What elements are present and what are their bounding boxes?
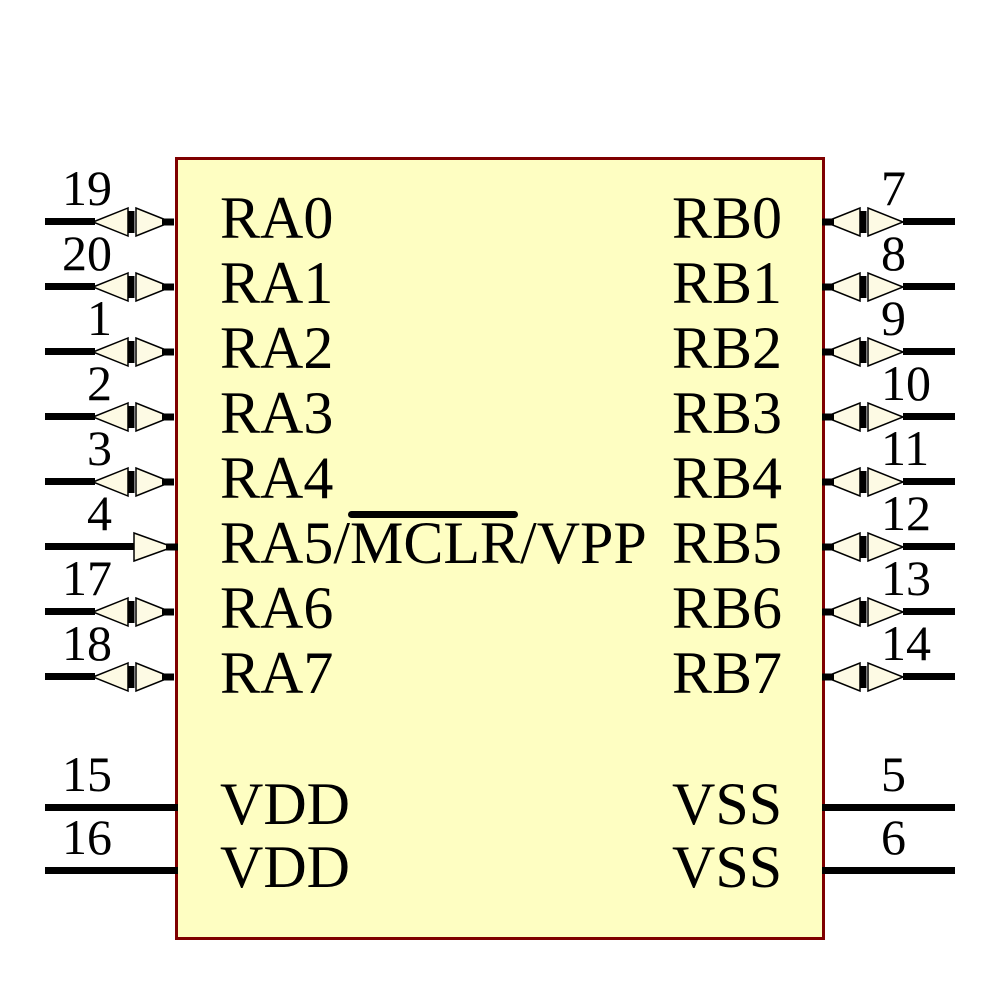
pin-wire-VSS-6[interactable] — [822, 867, 955, 874]
bidir-arrow-icon — [822, 335, 906, 369]
pin-label-RB6: RB6 — [672, 575, 783, 641]
bidir-arrow-icon — [90, 400, 174, 434]
pin-wire-RA3[interactable] — [45, 413, 95, 420]
bidir-arrow-icon — [822, 530, 906, 564]
pin-label-RB3: RB3 — [672, 380, 783, 446]
bidir-arrow-icon — [822, 465, 906, 499]
bidir-arrow-icon — [822, 270, 906, 304]
pin-label-RB5: RB5 — [672, 510, 783, 576]
pin-number-17: 17 — [62, 550, 112, 606]
pin-wire-RA5[interactable] — [45, 543, 138, 550]
pin-number-9: 9 — [881, 290, 906, 346]
pin-wire-RA7[interactable] — [45, 673, 95, 680]
bidir-arrow-icon — [90, 270, 174, 304]
pin-number-8: 8 — [881, 225, 906, 281]
pin-number-4: 4 — [87, 485, 112, 541]
pin-wire-RB3[interactable] — [903, 413, 955, 420]
pin-number-1: 1 — [87, 290, 112, 346]
pin-label-RA4: RA4 — [220, 445, 334, 511]
pin-wire-VDD-15[interactable] — [45, 804, 178, 811]
pin-label-RB4: RB4 — [672, 445, 783, 511]
pin-number-3: 3 — [87, 420, 112, 476]
pin-wire-RB7[interactable] — [903, 673, 955, 680]
pin-label-RB0: RB0 — [672, 185, 783, 251]
pin-label-RA7: RA7 — [220, 640, 334, 706]
pin-label-RA1: RA1 — [220, 250, 334, 316]
pin-wire-RB5[interactable] — [903, 543, 955, 550]
bidir-arrow-icon — [90, 205, 174, 239]
bidir-arrow-icon — [822, 205, 906, 239]
pin-number-18: 18 — [62, 615, 112, 671]
pin-wire-RB2[interactable] — [903, 348, 955, 355]
bidir-arrow-icon — [822, 400, 906, 434]
pin-label-VDD-16: VDD — [220, 834, 350, 900]
pin-number-5: 5 — [881, 746, 906, 802]
pin-number-12: 12 — [881, 485, 931, 541]
pin-label-VDD-15: VDD — [220, 771, 350, 837]
mclr-overline — [348, 511, 518, 518]
bidir-arrow-icon — [90, 595, 174, 629]
input-arrow-icon — [132, 530, 178, 564]
pin-wire-RA6[interactable] — [45, 608, 95, 615]
pin-number-6: 6 — [881, 809, 906, 865]
pin-label-RA5: RA5/MCLR/VPP — [220, 510, 647, 576]
bidir-arrow-icon — [822, 660, 906, 694]
pin-number-7: 7 — [881, 160, 906, 216]
pin-wire-RA1[interactable] — [45, 283, 95, 290]
bidir-arrow-icon — [90, 660, 174, 694]
pin-wire-VSS-5[interactable] — [822, 804, 955, 811]
pin-label-RB7: RB7 — [672, 640, 783, 706]
bidir-arrow-icon — [822, 595, 906, 629]
pin-number-16: 16 — [62, 809, 112, 865]
pin-label-RB2: RB2 — [672, 315, 783, 381]
pin-wire-RB0[interactable] — [903, 218, 955, 225]
pin-number-14: 14 — [881, 615, 931, 671]
pin-label-RA0: RA0 — [220, 185, 334, 251]
pin-wire-RB6[interactable] — [903, 608, 955, 615]
pin-number-15: 15 — [62, 746, 112, 802]
pin-number-13: 13 — [881, 550, 931, 606]
pin-label-RA2: RA2 — [220, 315, 334, 381]
pin-label-RB1: RB1 — [672, 250, 783, 316]
pin-wire-RA4[interactable] — [45, 478, 95, 485]
bidir-arrow-icon — [90, 335, 174, 369]
pin-wire-RA2[interactable] — [45, 348, 95, 355]
pin-label-VSS-5: VSS — [672, 771, 783, 837]
pin-wire-RA0[interactable] — [45, 218, 95, 225]
pin-number-10: 10 — [881, 355, 931, 411]
pin-wire-RB4[interactable] — [903, 478, 955, 485]
pin-label-VSS-6: VSS — [672, 834, 783, 900]
ic-body[interactable] — [175, 157, 825, 940]
pin-number-20: 20 — [62, 225, 112, 281]
pin-number-2: 2 — [87, 355, 112, 411]
pin-number-11: 11 — [881, 420, 930, 476]
pin-wire-RB1[interactable] — [903, 283, 955, 290]
bidir-arrow-icon — [90, 465, 174, 499]
pin-label-RA3: RA3 — [220, 380, 334, 446]
pin-label-RA6: RA6 — [220, 575, 334, 641]
pin-number-19: 19 — [62, 160, 112, 216]
pin-wire-VDD-16[interactable] — [45, 867, 178, 874]
